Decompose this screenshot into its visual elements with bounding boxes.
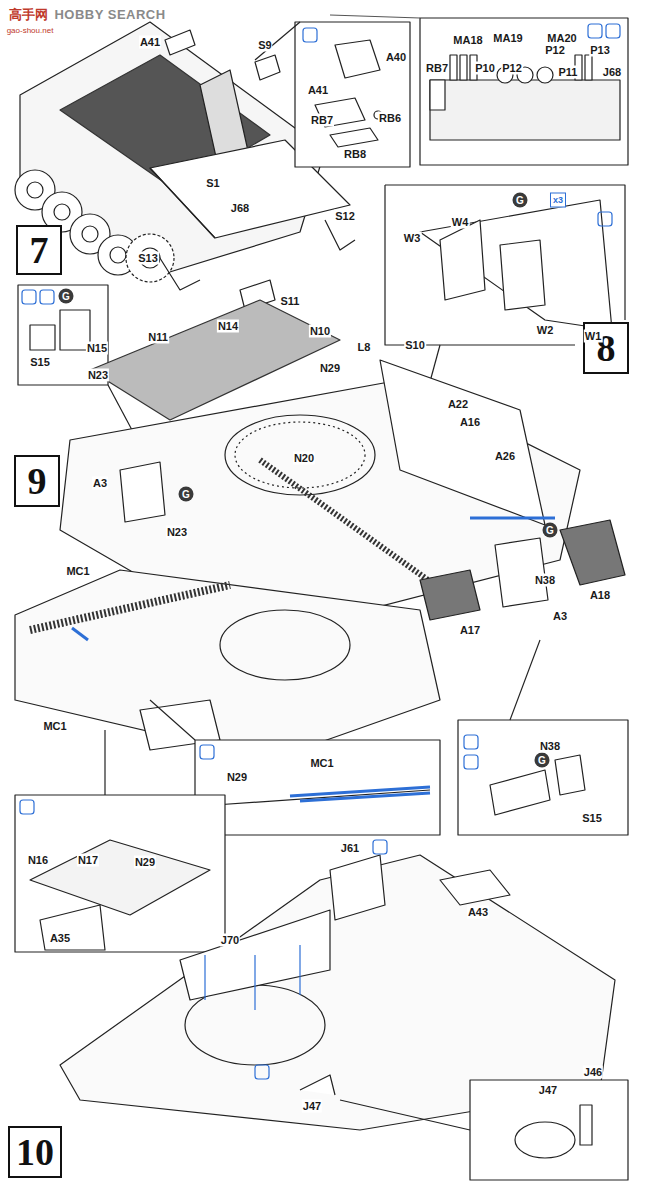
part-label: N38 bbox=[539, 740, 561, 753]
part-label: G bbox=[543, 523, 558, 538]
step-number-text: 9 bbox=[28, 462, 47, 500]
part-label: P10 bbox=[474, 62, 496, 75]
part-label: P11 bbox=[558, 66, 579, 79]
part-label: A41 bbox=[307, 84, 329, 97]
part-label: A41 bbox=[139, 36, 161, 49]
part-label: J47 bbox=[538, 1084, 558, 1097]
part-label: N29 bbox=[226, 771, 248, 784]
part-label: A16 bbox=[459, 416, 481, 429]
part-label: N23 bbox=[87, 369, 109, 382]
part-label: N15 bbox=[86, 342, 108, 355]
part-label: G bbox=[179, 487, 194, 502]
part-label: x3 bbox=[550, 193, 566, 208]
part-label: P12 bbox=[544, 44, 566, 57]
part-label: A3 bbox=[552, 610, 568, 623]
part-label: A40 bbox=[385, 51, 407, 64]
part-label: A26 bbox=[494, 450, 516, 463]
part-label: A3 bbox=[92, 477, 108, 490]
part-label: RB8 bbox=[343, 148, 367, 161]
step-number-text: 7 bbox=[30, 231, 49, 269]
part-label: J47 bbox=[302, 1100, 322, 1113]
part-label: W3 bbox=[403, 232, 422, 245]
part-label: J68 bbox=[602, 66, 622, 79]
part-label: RB7 bbox=[425, 62, 449, 75]
part-label: gao-shou.net bbox=[6, 24, 55, 37]
part-label: A35 bbox=[49, 932, 71, 945]
part-label: S9 bbox=[257, 39, 272, 52]
part-label: N23 bbox=[166, 526, 188, 539]
part-label: HOBBY SEARCH bbox=[53, 8, 166, 21]
part-label: W4 bbox=[451, 216, 470, 229]
part-label: N11 bbox=[147, 331, 169, 344]
part-label: MC1 bbox=[42, 720, 67, 733]
part-label: W2 bbox=[536, 324, 555, 337]
step-number-text: 10 bbox=[16, 1133, 54, 1171]
part-label: RB6 bbox=[378, 112, 402, 125]
part-label: S13 bbox=[137, 252, 159, 265]
part-label: S15 bbox=[29, 356, 51, 369]
part-label: N14 bbox=[217, 320, 239, 333]
part-label: MA18 bbox=[452, 34, 483, 47]
part-label: A17 bbox=[459, 624, 481, 637]
part-label: S1 bbox=[205, 177, 220, 190]
part-label: MA19 bbox=[492, 32, 523, 45]
part-label: A18 bbox=[589, 589, 611, 602]
part-label: W1 bbox=[584, 330, 603, 343]
part-label: N17 bbox=[77, 854, 99, 867]
part-label: P12 bbox=[501, 62, 523, 75]
part-label: N20 bbox=[293, 452, 315, 465]
part-label: N16 bbox=[27, 854, 49, 867]
part-label: P13 bbox=[589, 44, 611, 57]
part-label: G bbox=[513, 193, 528, 208]
step-number: 10 bbox=[8, 1126, 62, 1178]
part-label: N29 bbox=[134, 856, 156, 869]
part-label: J46 bbox=[583, 1066, 603, 1079]
part-label: G bbox=[535, 753, 550, 768]
part-label: N29 bbox=[319, 362, 341, 375]
part-label: RB7 bbox=[310, 114, 334, 127]
part-label: S10 bbox=[404, 339, 426, 352]
part-label: MC1 bbox=[65, 565, 90, 578]
part-label: N38 bbox=[534, 574, 556, 587]
part-label: A22 bbox=[447, 398, 469, 411]
part-label: G bbox=[59, 289, 74, 304]
part-label: S15 bbox=[581, 812, 603, 825]
step-number: 9 bbox=[14, 455, 60, 507]
part-label: 高手网 bbox=[8, 8, 49, 21]
part-label: S12 bbox=[334, 210, 356, 223]
part-label: S11 bbox=[280, 295, 301, 308]
part-label: J70 bbox=[220, 934, 240, 947]
part-label: L8 bbox=[357, 341, 372, 354]
part-label: J61 bbox=[340, 842, 360, 855]
part-label: A43 bbox=[467, 906, 489, 919]
step-number: 7 bbox=[16, 225, 62, 275]
part-label: J68 bbox=[230, 202, 250, 215]
part-label: MC1 bbox=[309, 757, 334, 770]
part-label: N10 bbox=[309, 325, 331, 338]
